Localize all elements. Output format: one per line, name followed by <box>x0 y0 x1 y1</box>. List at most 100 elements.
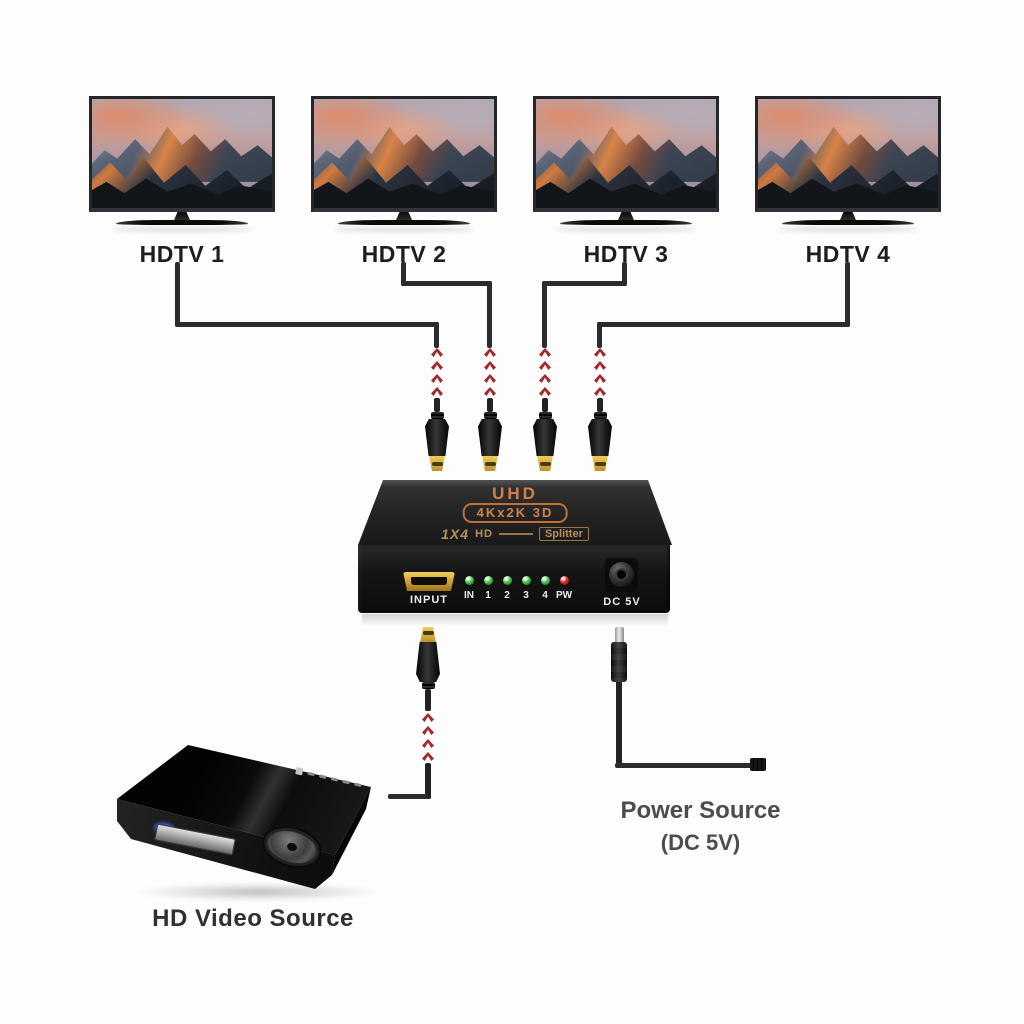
arrow-up-icon <box>484 348 496 357</box>
arrow-up-icon <box>539 374 551 383</box>
hdmi-plug-body <box>416 642 440 682</box>
led-indicator-row: IN 1 2 3 4 PW <box>462 576 573 601</box>
tv-stand-base <box>560 220 692 225</box>
cable-source-horizontal <box>388 794 428 799</box>
splitter-model-suffix: Splitter <box>538 527 589 541</box>
dc-power-plug <box>607 627 631 766</box>
hdmi-connector-slot <box>484 462 496 466</box>
arrow-up-icon <box>539 361 551 370</box>
player-logo-badge <box>295 766 304 775</box>
hdmi-connector <box>537 456 553 471</box>
tv-shadow <box>778 227 918 232</box>
cable-tv2-vertical <box>401 262 406 286</box>
tv-stand-neck <box>618 212 634 220</box>
tv-stand-neck <box>396 212 412 220</box>
arrow-up-icon <box>422 713 434 722</box>
hdmi-plug-collar <box>483 412 497 419</box>
arrow-up-icon <box>422 726 434 735</box>
tv-stand-base <box>338 220 470 225</box>
hdmi-cable-stub <box>542 398 548 412</box>
arrow-up-icon <box>422 752 434 761</box>
arrow-up-icon <box>431 361 443 370</box>
cable-tv4-drop <box>597 322 602 348</box>
hdtv-1: HDTV 1 <box>89 96 275 268</box>
source-caption: HD Video Source <box>152 905 354 932</box>
arrow-up-icon <box>422 739 434 748</box>
splitter-model-mid: HD <box>475 528 493 540</box>
splitter-brand: UHD <box>492 484 538 503</box>
hdtv-3: HDTV 3 <box>533 96 719 268</box>
led-green-icon <box>502 576 512 585</box>
hdmi-connector-slot <box>539 462 551 466</box>
power-cable-end-connector <box>750 758 766 771</box>
arrow-up-icon <box>539 348 551 357</box>
power-cable-vertical <box>616 682 622 766</box>
led-label: 2 <box>504 590 510 601</box>
hdtv-2: HDTV 2 <box>311 96 497 268</box>
dc-power-jack <box>609 562 634 587</box>
led-in: IN <box>462 576 476 601</box>
cable-tv3-vertical <box>622 262 627 286</box>
hdmi-input-port-slot <box>411 577 447 585</box>
cable-tv4-horizontal <box>597 322 850 327</box>
splitter-badge: 4Kx2K 3D <box>462 503 568 523</box>
hdmi-cable-stub <box>597 398 603 412</box>
tv-screen <box>311 96 497 212</box>
hdmi-connector <box>482 456 498 471</box>
splitter-front-panel: INPUT IN 1 2 3 4 <box>358 545 670 613</box>
tv-stand-neck <box>174 212 190 220</box>
hdmi-plug-collar <box>421 682 435 689</box>
power-caption-line2: (DC 5V) <box>660 830 741 855</box>
led-out1: 1 <box>481 576 495 601</box>
cable-tv3-horizontal <box>542 281 627 286</box>
led-power: PW <box>555 576 573 601</box>
hdmi-plug-collar <box>593 412 607 419</box>
led-green-icon <box>464 576 474 585</box>
led-out3: 3 <box>519 576 533 601</box>
tv-shadow <box>556 227 696 232</box>
hdtv-4: HDTV 4 <box>755 96 941 268</box>
dc-jack-hole <box>617 570 626 579</box>
hdmi-plug-body <box>588 419 612 456</box>
hdmi-connector <box>592 456 608 471</box>
arrow-up-icon <box>594 348 606 357</box>
splitter-reflection <box>362 614 668 626</box>
player-button <box>330 776 339 782</box>
cable-tv1-vertical <box>175 262 180 327</box>
hdmi-plug-body <box>478 419 502 456</box>
hdmi-plug-body <box>533 419 557 456</box>
player-button <box>354 782 362 787</box>
tv-stand-base <box>782 220 914 225</box>
dc-plug-body <box>611 642 627 682</box>
led-out2: 2 <box>500 576 514 601</box>
led-label: IN <box>464 590 474 601</box>
player-button <box>307 771 315 776</box>
tv-stand-base <box>116 220 248 225</box>
player-shadow <box>133 883 383 901</box>
led-green-icon <box>540 576 550 585</box>
hdmi-cable-stub <box>425 763 431 799</box>
hdmi-plug-body <box>425 419 449 456</box>
hdmi-plug-output-2 <box>478 346 502 471</box>
led-label: PW <box>555 590 573 601</box>
arrow-up-icon <box>539 387 551 396</box>
hdmi-cable-stub <box>434 398 440 412</box>
dc-plug-tip <box>614 627 624 642</box>
hdmi-connector-slot <box>431 462 443 466</box>
hdmi-connector-slot <box>422 631 434 635</box>
splitter-model-line: 1X4 HD Splitter <box>358 526 672 542</box>
arrow-up-icon <box>594 361 606 370</box>
arrow-up-icon <box>431 387 443 396</box>
power-caption-line1: Power Source <box>620 797 781 824</box>
led-out4: 4 <box>538 576 552 601</box>
hdmi-plug-output-3 <box>533 346 557 471</box>
tv-screen <box>755 96 941 212</box>
hdmi-connector <box>420 627 436 642</box>
power-cable-horizontal <box>615 763 755 768</box>
arrow-up-icon <box>594 387 606 396</box>
dc-jack-label: DC 5V <box>603 596 641 608</box>
tv-label: HDTV 1 <box>139 241 225 267</box>
tv-stand-neck <box>840 212 856 220</box>
player-jog-dial-center <box>286 841 298 853</box>
